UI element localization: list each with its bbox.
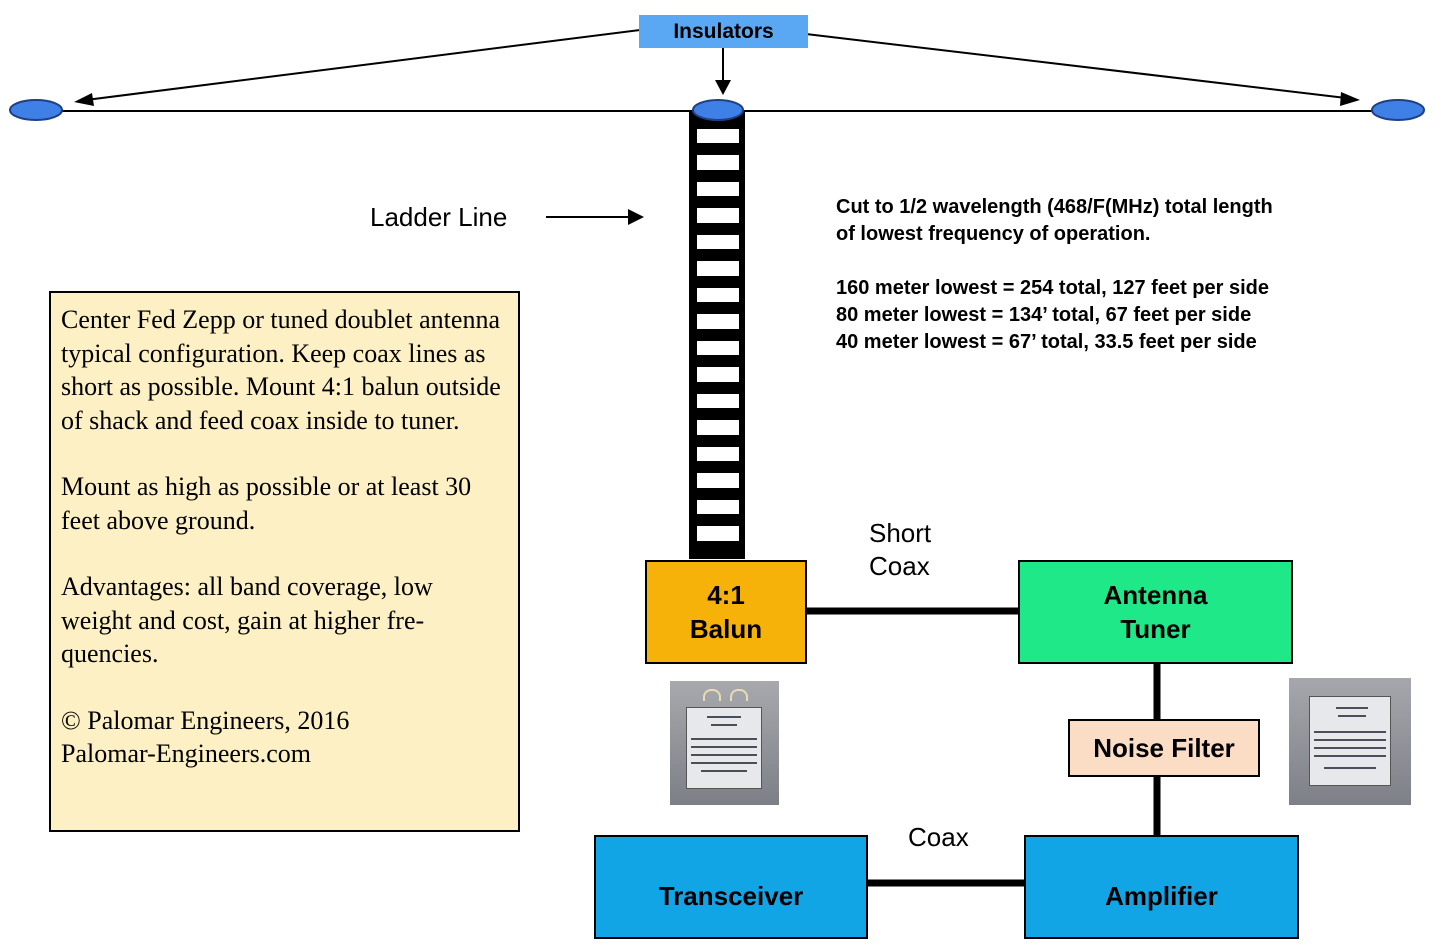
insulators-label: Insulators <box>639 15 808 48</box>
balun-product-photo <box>670 681 779 805</box>
note-paragraph-advantages: Advantages: all band coverage, low weigh… <box>61 572 433 668</box>
filter-label-plate <box>1309 696 1391 786</box>
copyright-text: © Palomar Engineers, 2016 <box>61 705 350 735</box>
cut-line-1: Cut to 1/2 wavelength (468/F(MHz) total … <box>836 196 1273 218</box>
antenna-tuner-box: Antenna Tuner <box>1018 560 1293 664</box>
insulator-left-icon <box>9 99 63 121</box>
short-coax-label-line2: Coax <box>869 551 930 581</box>
balun-box: 4:1 Balun <box>645 560 807 664</box>
arrow-to-left-insulator <box>85 29 641 101</box>
tuner-label-line1: Antenna <box>1103 580 1208 610</box>
ladder-line <box>689 111 745 559</box>
band-80-spec: 80 meter lowest = 134’ total, 67 feet pe… <box>836 304 1252 326</box>
arrowhead-left <box>74 93 94 106</box>
arrowhead-right <box>1340 92 1360 106</box>
note-paragraph-config: Center Fed Zepp or tuned doublet antenna… <box>61 305 501 435</box>
balun-label-plate <box>686 707 762 789</box>
arrowhead-center <box>715 80 731 95</box>
short-coax-label-line1: Short <box>869 518 932 548</box>
amplifier-box: Amplifier <box>1024 835 1299 939</box>
insulator-right-icon <box>1371 99 1425 121</box>
balun-terminal-right-icon <box>730 689 748 701</box>
cut-line-2: of lowest frequency of operation. <box>836 223 1151 245</box>
ladder-line-arrowhead <box>628 209 644 225</box>
balun-terminal-left-icon <box>703 689 721 701</box>
arrow-to-right-insulator <box>805 33 1347 99</box>
short-coax-label: Short Coax <box>869 517 931 583</box>
coax-label: Coax <box>908 822 969 852</box>
note-paragraph-mounting: Mount as high as possible or at least 30… <box>61 472 472 535</box>
balun-label-line2: Balun <box>689 614 763 644</box>
website-text: Palomar-Engineers.com <box>61 739 312 768</box>
band-40-spec: 40 meter lowest = 67’ total, 33.5 feet p… <box>836 331 1257 353</box>
ladder-line-label: Ladder Line <box>370 202 508 232</box>
transceiver-box: Transceiver <box>594 835 868 939</box>
noise-filter-box: Noise Filter <box>1068 719 1260 777</box>
balun-label-line1: 4:1 <box>707 580 745 610</box>
noise-filter-product-photo <box>1289 678 1411 805</box>
tuner-label-line2: Tuner <box>1120 614 1191 644</box>
cut-length-instructions: Cut to 1/2 wavelength (468/F(MHz) total … <box>836 194 1396 356</box>
band-160-spec: 160 meter lowest = 254 total, 127 feet p… <box>836 277 1269 299</box>
insulator-center-icon <box>692 99 744 121</box>
configuration-note: Center Fed Zepp or tuned doublet antenna… <box>49 291 520 832</box>
